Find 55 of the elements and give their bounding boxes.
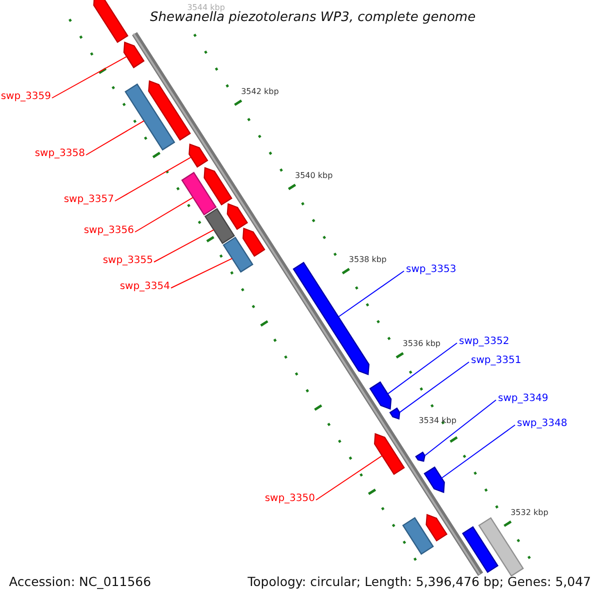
gene-label: swp_3348 xyxy=(517,418,568,430)
gene-label: swp_3352 xyxy=(459,336,510,348)
gene-feature xyxy=(292,262,370,376)
leader-line xyxy=(399,362,470,413)
gene-feature xyxy=(188,143,208,168)
gene-bar xyxy=(204,208,236,244)
scale-label: 3540 kbp xyxy=(295,170,333,180)
gene-feature xyxy=(369,381,392,410)
gene-feature xyxy=(204,166,232,206)
gene-label: swp_3357 xyxy=(64,194,114,206)
gene-label: swp_3356 xyxy=(84,225,134,237)
gene-feature xyxy=(389,407,400,420)
leader-line xyxy=(52,56,128,98)
gene-label: swp_3354 xyxy=(120,281,170,293)
gene-label: swp_3353 xyxy=(406,264,456,276)
leader-line xyxy=(86,120,145,156)
gene-bar xyxy=(402,516,434,555)
gene-feature xyxy=(123,42,145,68)
gene-feature xyxy=(415,451,426,462)
gene-label: swp_3350 xyxy=(264,493,315,505)
scale-label: 3542 kbp xyxy=(241,86,279,96)
gene-label: swp_3359 xyxy=(0,91,51,103)
gene-label: swp_3349 xyxy=(498,393,548,405)
gene-feature xyxy=(93,0,128,44)
genome-stats: Topology: circular; Length: 5,396,476 bp; Genes: 5,047 xyxy=(248,574,591,589)
gene-bar xyxy=(478,517,524,577)
gene-bar xyxy=(222,236,254,273)
leader-line xyxy=(134,196,194,232)
scale-label: 3538 kbp xyxy=(348,255,387,265)
leader-line xyxy=(170,258,233,288)
gene-feature xyxy=(226,203,248,230)
gene-feature xyxy=(426,514,448,542)
leader-line xyxy=(114,156,192,202)
leader-line xyxy=(154,229,214,262)
gene-feature xyxy=(242,228,266,257)
gene-label: swp_3358 xyxy=(34,148,85,160)
gene-label: swp_3351 xyxy=(471,355,522,367)
gene-label: swp_3355 xyxy=(102,255,153,267)
gene-bar xyxy=(124,83,176,151)
scale-label: 3534 kbp xyxy=(418,416,456,426)
gene-bar xyxy=(462,526,499,574)
leader-line xyxy=(387,342,458,394)
scale-label: 3536 kbp xyxy=(402,339,440,349)
scale-label: 3544 kbp xyxy=(187,2,225,12)
leader-line xyxy=(441,424,516,479)
map-title: Shewanella piezotolerans WP3, complete genome xyxy=(150,10,476,26)
leader-line xyxy=(424,400,496,456)
gene-bar xyxy=(181,172,217,216)
gene-feature xyxy=(148,80,191,141)
gene-feature xyxy=(374,433,405,476)
accession-note: Accession: NC_011566 xyxy=(9,574,152,589)
leader-line xyxy=(316,455,383,500)
gene-feature xyxy=(424,466,445,494)
leader-line xyxy=(338,270,404,318)
scale-label: 3532 kbp xyxy=(510,508,548,518)
